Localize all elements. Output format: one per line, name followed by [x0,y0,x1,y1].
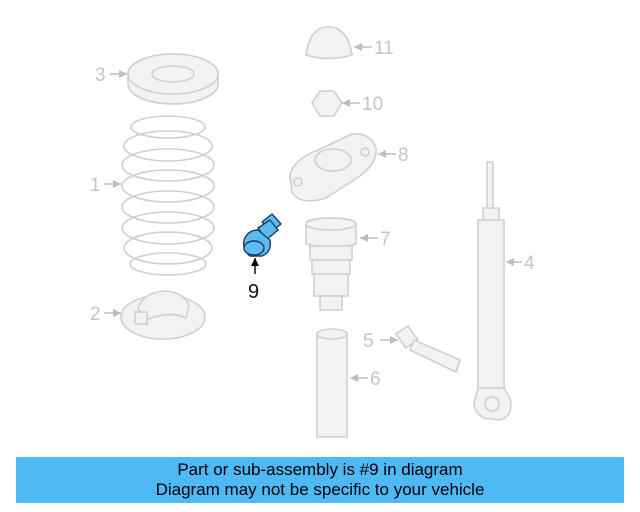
info-banner: Part or sub-assembly is #9 in diagram Di… [16,457,624,503]
callout-5-label: 5 [363,331,374,352]
callout-2: 2 [90,304,121,325]
callout-9: 9 [248,258,259,303]
part-9-bolt-highlighted[interactable] [242,213,282,257]
part-8-upper-mount[interactable] [289,132,377,202]
callout-6: 6 [350,369,381,390]
part-5-bolt[interactable] [395,325,461,373]
callout-11: 11 [354,38,394,59]
callout-10: 10 [342,94,383,115]
callout-3-label: 3 [95,65,106,86]
callout-1: 1 [90,175,121,196]
callout-6-label: 6 [370,369,381,390]
callout-4: 4 [506,253,535,274]
part-10-nut[interactable] [311,90,343,117]
part-4-shock-absorber[interactable] [473,161,512,421]
part-2-lower-seat[interactable] [120,290,206,340]
callout-7: 7 [360,229,391,250]
part-11-bump-cap[interactable] [305,26,353,60]
callout-10-label: 10 [362,94,383,115]
part-6-dust-tube[interactable] [316,328,348,438]
callout-8: 8 [378,145,409,166]
callout-9-label: 9 [248,281,259,303]
callout-4-label: 4 [524,253,535,274]
part-1-coil-spring[interactable] [121,115,215,276]
part-7-bump-stop[interactable] [305,217,357,311]
callout-2-label: 2 [90,304,101,325]
callout-7-label: 7 [380,229,391,250]
banner-line-1: Part or sub-assembly is #9 in diagram [177,460,463,479]
banner-line-2: Diagram may not be specific to your vehi… [155,480,485,499]
callout-1-label: 1 [90,175,101,196]
callout-5: 5 [363,331,398,352]
callout-3: 3 [95,65,127,86]
part-3-spring-seat[interactable] [127,53,219,105]
callout-11-label: 11 [374,38,394,59]
callout-8-label: 8 [398,145,409,166]
